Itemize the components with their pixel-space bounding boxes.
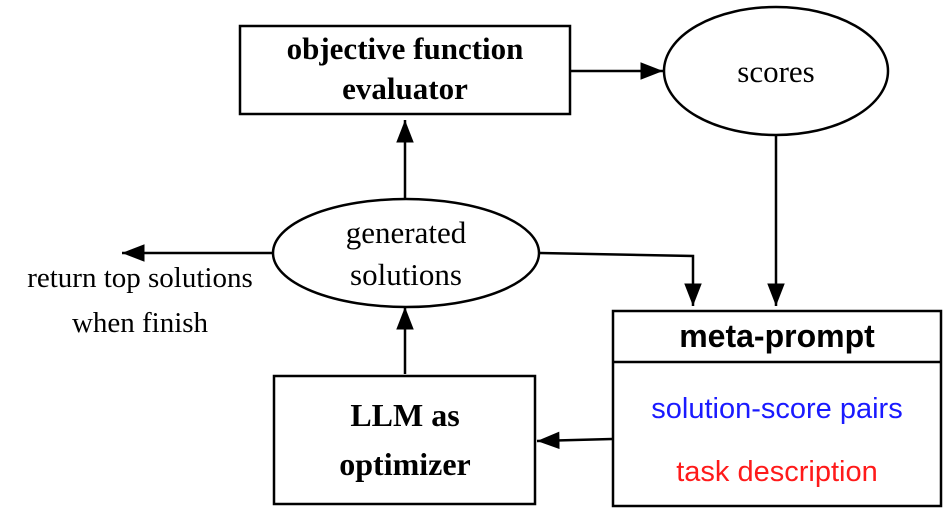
optimizer-label-line1: LLM as [350,397,459,433]
optimizer-label-line2: optimizer [339,446,471,482]
evaluator-label-line1: objective function [287,31,524,66]
generated-solutions-line1: generated [346,215,467,250]
generated-solutions-line2: solutions [350,257,462,292]
evaluator-node: objective function evaluator [238,24,572,116]
arrow-meta-prompt-to-optimizer [536,431,613,450]
optimizer-node: LLM as optimizer [272,374,537,506]
optimizer-box [272,374,537,506]
scores-ellipse [662,5,890,137]
generated-solutions-ellipse [271,197,541,309]
return-note: return top solutions when finish [27,262,253,339]
scores-label: scores [737,54,814,89]
arrow-generated-to-meta-prompt [539,251,702,306]
meta-prompt-title: meta-prompt [679,318,875,354]
meta-prompt-node: meta-prompt solution-score pairs task de… [611,309,943,508]
return-note-line2: when finish [72,307,209,339]
meta-prompt-box [611,309,943,508]
return-note-line1: return top solutions [27,262,253,294]
evaluator-label-line2: evaluator [342,71,468,106]
scores-node: scores [662,5,890,137]
evaluator-box [238,24,572,116]
task-description-label: task description [676,456,878,488]
generated-solutions-node: generated solutions [271,197,541,309]
solution-score-pairs-label: solution-score pairs [651,393,902,425]
